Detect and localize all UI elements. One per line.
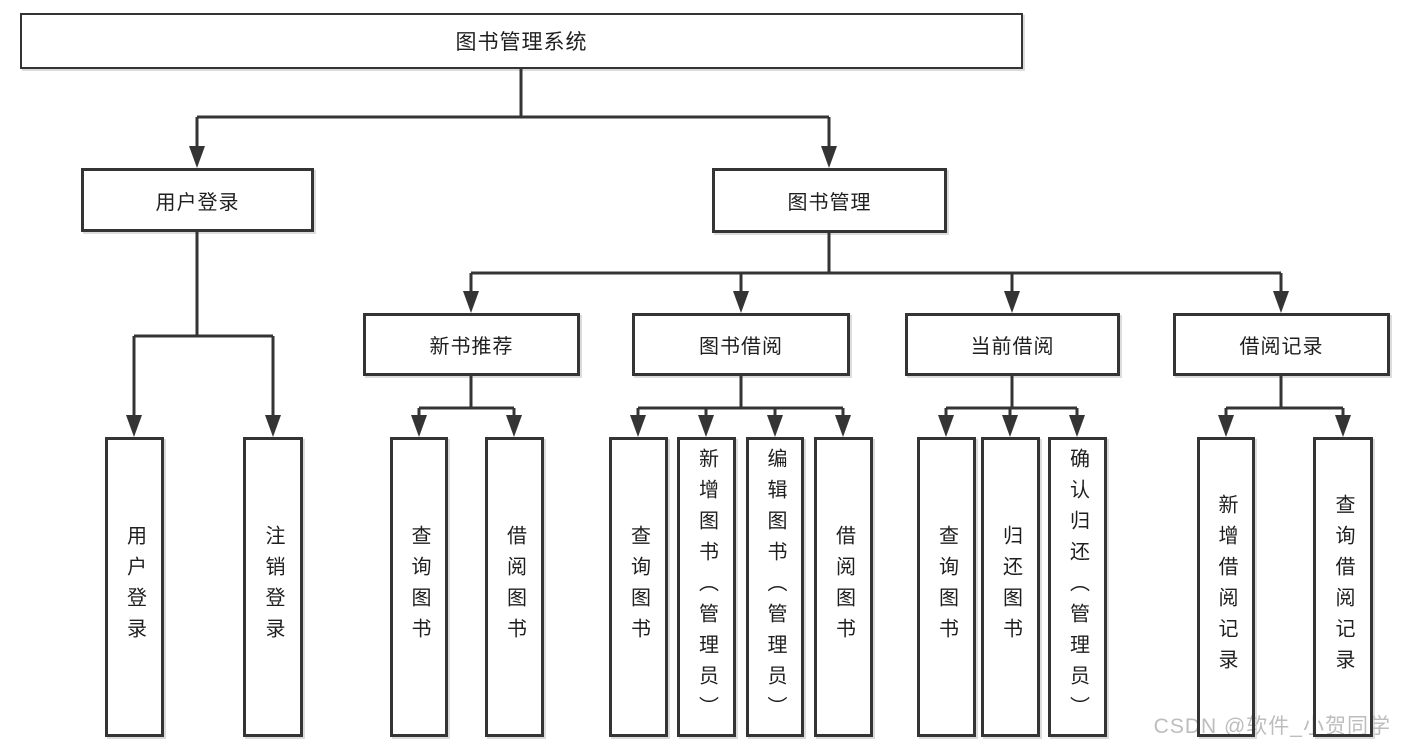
node-label: 用户登录 — [155, 191, 240, 214]
node-label: 查询借阅记录 — [1332, 494, 1354, 680]
node-book-borrowing: 图书借阅 — [632, 313, 850, 376]
node-label: 确认归还（管理员） — [1066, 447, 1089, 727]
node-borrow-books-rec: 借阅图书 — [485, 437, 544, 737]
node-label: 用户登录 — [123, 525, 146, 649]
node-query-books-borrow: 查询图书 — [609, 437, 668, 737]
node-current-borrowing: 当前借阅 — [905, 313, 1120, 376]
node-label: 归还图书 — [999, 525, 1022, 649]
node-label: 图书借阅 — [699, 336, 783, 358]
node-borrow-books: 借阅图书 — [814, 437, 873, 737]
node-label: 借阅记录 — [1239, 336, 1324, 358]
node-label: 新增图书（管理员） — [695, 447, 718, 727]
node-new-book-recommend: 新书推荐 — [363, 313, 580, 376]
node-label: 当前借阅 — [970, 336, 1055, 358]
node-label: 新增借阅记录 — [1215, 494, 1237, 680]
node-label: 图书管理系统 — [455, 31, 588, 54]
node-add-borrow-record: 新增借阅记录 — [1197, 437, 1255, 737]
node-query-books-current: 查询图书 — [917, 437, 976, 737]
node-library-management-system: 图书管理系统 — [20, 13, 1023, 69]
node-query-books-rec: 查询图书 — [390, 437, 448, 737]
node-add-books-admin: 新增图书（管理员） — [677, 437, 736, 737]
node-edit-books-admin: 编辑图书（管理员） — [746, 437, 804, 737]
node-label: 查询图书 — [627, 525, 650, 649]
node-label: 查询图书 — [935, 525, 958, 649]
csdn-watermark: CSDN @软件_小贺同学 — [1153, 715, 1391, 738]
node-confirm-return-admin: 确认归还（管理员） — [1048, 437, 1107, 737]
node-return-books: 归还图书 — [981, 437, 1040, 737]
node-label: 编辑图书（管理员） — [764, 447, 786, 727]
node-query-borrow-record: 查询借阅记录 — [1313, 437, 1373, 737]
node-label: 注销登录 — [262, 525, 284, 649]
node-label: 新书推荐 — [429, 336, 514, 358]
node-label: 图书管理 — [787, 192, 872, 214]
node-user-login-branch: 用户登录 — [81, 168, 314, 232]
node-borrowing-records: 借阅记录 — [1173, 313, 1390, 376]
node-logout: 注销登录 — [243, 437, 303, 737]
node-label: 借阅图书 — [503, 525, 526, 649]
node-label: 查询图书 — [408, 525, 430, 649]
node-label: 借阅图书 — [832, 525, 855, 649]
node-user-login: 用户登录 — [105, 437, 164, 737]
node-book-management: 图书管理 — [712, 168, 947, 233]
